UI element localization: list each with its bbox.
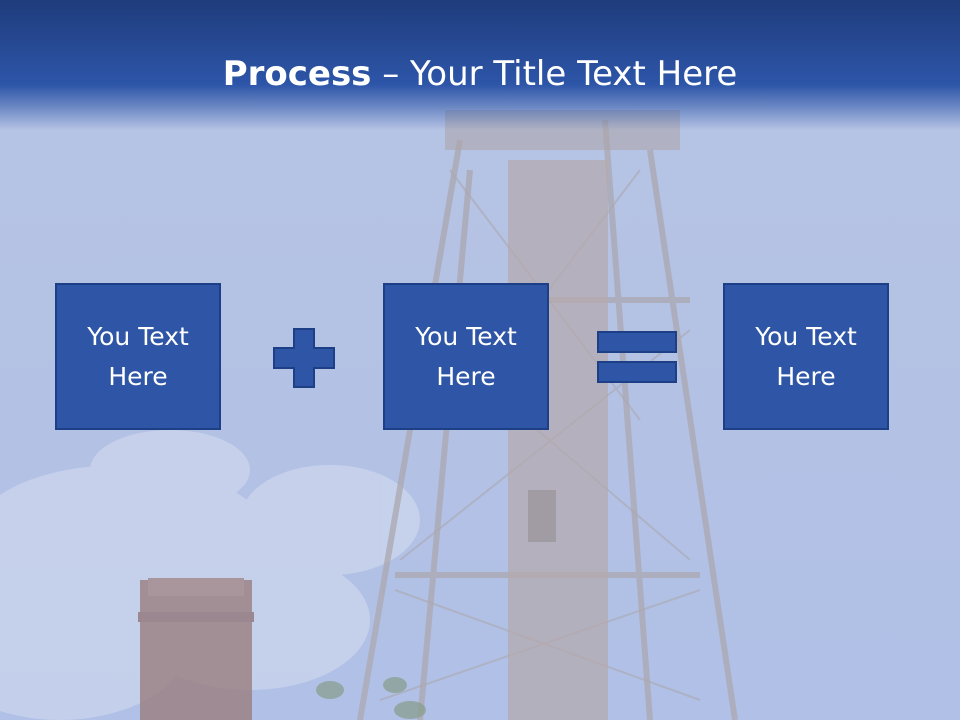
- slide-title: Process – Your Title Text Here: [0, 52, 960, 96]
- plus-icon: [273, 328, 335, 388]
- tower-window: [528, 490, 556, 542]
- process-box-1-text: You Text Here: [87, 321, 189, 391]
- title-bold-part: Process: [222, 54, 372, 94]
- process-box-1[interactable]: You Text Here: [55, 283, 221, 430]
- foliage: [316, 677, 426, 719]
- tower-column: [508, 160, 608, 720]
- process-box-3[interactable]: You Text Here: [723, 283, 889, 430]
- title-bar: [0, 0, 960, 130]
- process-box-3-text: You Text Here: [755, 321, 857, 391]
- equals-icon: [597, 331, 677, 383]
- process-box-2-text: You Text Here: [415, 321, 517, 391]
- title-rest-part: – Your Title Text Here: [371, 54, 738, 94]
- process-box-2[interactable]: You Text Here: [383, 283, 549, 430]
- brick-chimney: [138, 578, 254, 720]
